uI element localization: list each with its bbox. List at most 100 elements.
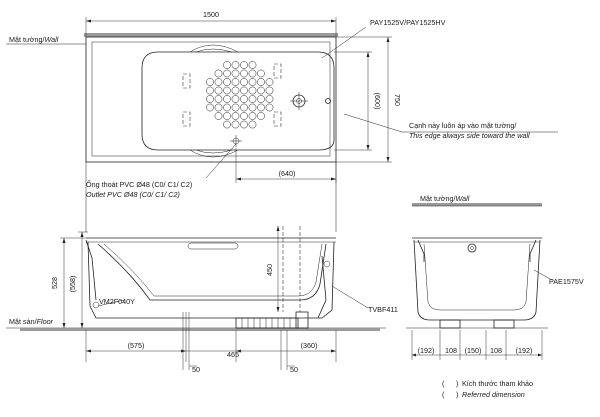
dim-558: (558) — [68, 276, 77, 293]
end-view-part-label: PAE1575V — [549, 277, 584, 286]
dim-50-left: 50 — [192, 365, 200, 374]
legend-ref-en: Referred dimension — [462, 390, 525, 399]
anti-slip-dot — [214, 69, 223, 78]
anti-slip-dot — [231, 112, 240, 120]
end-view-support-left — [417, 239, 425, 262]
end-view-wall-label: Mặt tường/Wall — [420, 194, 470, 203]
anti-slip-dot — [240, 95, 248, 103]
anti-slip-dot — [265, 95, 274, 103]
anti-slip-dot — [231, 95, 240, 103]
legend-paren-close: ) — [456, 379, 458, 388]
anti-slip-dot — [223, 120, 231, 129]
anti-slip-dot — [248, 95, 257, 103]
anti-slip-dots — [206, 61, 274, 129]
model-label: PAY1525V/PAY1525HV — [370, 18, 446, 27]
legend-paren-open-2: ( — [442, 390, 445, 399]
top-view-basin — [141, 51, 335, 151]
anti-slip-dot — [231, 103, 240, 112]
dim-750: 750 — [393, 94, 402, 106]
top-armrest — [189, 44, 239, 53]
end-view-foot — [439, 319, 461, 329]
top-view: Mặt tường/Wall 1500 — [6, 10, 558, 199]
anti-slip-dot — [248, 103, 257, 112]
top-view-outer-rim — [85, 36, 337, 163]
side-headrest — [187, 242, 239, 250]
legend-paren-close-2: ) — [456, 390, 458, 399]
anti-slip-dot — [206, 103, 214, 112]
anti-slip-dot — [214, 95, 223, 103]
part-label-left: VM2F040Y — [99, 297, 135, 306]
anti-slip-dot — [223, 112, 231, 120]
end-view-shell — [413, 239, 541, 321]
anti-slip-dot — [240, 78, 248, 86]
anti-slip-dot — [265, 103, 274, 112]
end-view-wall-hatch — [412, 203, 542, 206]
top-view-wall-label: Mặt tường/Wall — [9, 35, 59, 44]
floor-label: Mặt sàn/Floor — [9, 317, 54, 326]
grip-mark — [182, 111, 191, 127]
anti-slip-dot — [265, 86, 274, 95]
anti-slip-dot — [223, 86, 231, 95]
side-view: Mặt sàn/Floor VM2F040Y TV — [6, 226, 398, 374]
end-dim-108-left: 108 — [445, 346, 457, 355]
anti-slip-dot — [257, 103, 265, 112]
floor-hatch — [20, 328, 380, 331]
anti-slip-dot — [231, 120, 240, 129]
end-dim-108-right: 108 — [490, 346, 502, 355]
drain-trap — [235, 317, 299, 329]
anti-slip-dot — [240, 61, 248, 69]
side-fitting — [325, 98, 331, 104]
legend: ( ) Kích thước tham khảo ( ) Referred di… — [442, 379, 533, 399]
end-view-overflow — [467, 243, 477, 253]
anti-slip-dot — [257, 95, 265, 103]
edge-note-en: This edge always side toward the wall — [409, 131, 530, 140]
end-dim-192-left: (192) — [418, 346, 435, 355]
dim-600: (600) — [373, 93, 382, 110]
overflow-pipe — [317, 255, 327, 319]
anti-slip-dot — [248, 78, 257, 86]
anti-slip-dot — [257, 112, 265, 120]
anti-slip-dot — [240, 120, 248, 129]
dim-360: (360) — [301, 341, 318, 350]
anti-slip-dot — [223, 95, 231, 103]
end-dim-192-right: (192) — [516, 346, 533, 355]
anti-slip-dot — [257, 78, 265, 86]
dim-528: 528 — [50, 277, 59, 289]
anti-slip-dot — [257, 69, 265, 78]
anti-slip-dot — [248, 112, 257, 120]
top-view-wall-hatch — [84, 33, 338, 37]
legend-paren-open: ( — [442, 379, 445, 388]
side-outer-shell — [87, 241, 335, 319]
anti-slip-dot — [240, 112, 248, 120]
anti-slip-dot — [231, 86, 240, 95]
legend-ref-vi: Kích thước tham khảo — [462, 379, 533, 388]
anti-slip-dot — [248, 120, 257, 129]
anti-slip-dot — [248, 86, 257, 95]
dim-465: 465 — [227, 350, 239, 359]
anti-slip-dot — [223, 69, 231, 78]
anti-slip-dot — [223, 78, 231, 86]
dim-50-right: 50 — [290, 365, 298, 374]
dim-450: 450 — [265, 264, 274, 276]
left-support — [85, 239, 97, 301]
end-view-foot — [493, 319, 515, 329]
anti-slip-dot — [240, 86, 248, 95]
anti-slip-dot — [240, 103, 248, 112]
edge-note-vi: Cạnh này luôn áp vào mặt tường/ — [409, 121, 516, 130]
end-view-support-right — [529, 239, 537, 262]
anti-slip-dot — [231, 69, 240, 78]
bottom-armrest — [189, 149, 239, 158]
anti-slip-dot — [248, 61, 257, 69]
dim-575: (575) — [128, 341, 145, 350]
grip-mark — [273, 63, 282, 79]
anti-slip-dot — [257, 86, 265, 95]
anti-slip-dot — [240, 69, 248, 78]
dim-640: (640) — [279, 169, 296, 178]
anti-slip-dot — [265, 78, 274, 86]
end-dim-150: (150) — [465, 346, 482, 355]
anti-slip-dot — [214, 86, 223, 95]
anti-slip-dot — [223, 103, 231, 112]
anti-slip-dot — [231, 61, 240, 69]
grip-mark — [182, 73, 191, 89]
